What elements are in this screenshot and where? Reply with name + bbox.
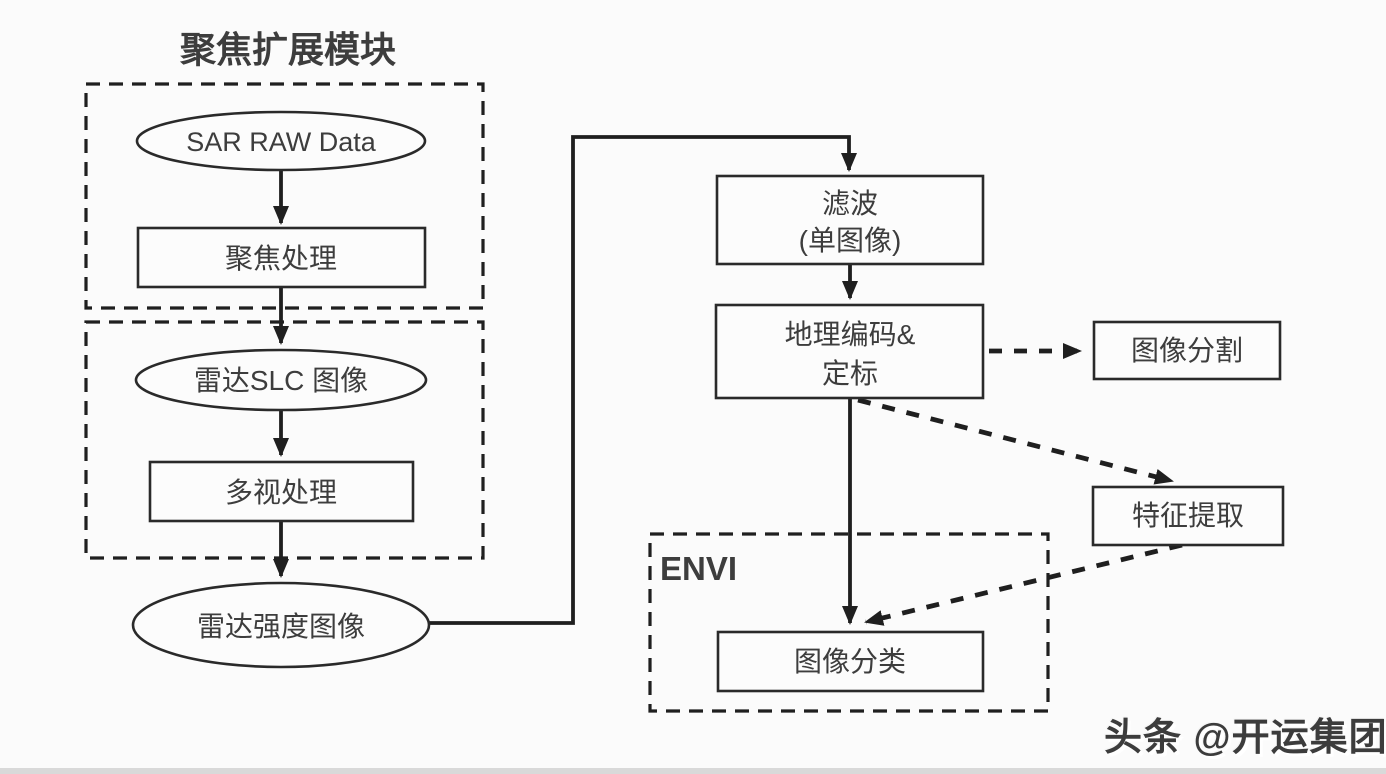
node-feature-extraction-label: 特征提取 <box>1132 500 1244 531</box>
envi-group-title: ENVI <box>660 550 737 587</box>
node-radar-slc-image <box>134 348 428 412</box>
node-geocoding-calibration <box>714 303 985 400</box>
node-feature-extraction <box>1091 485 1285 547</box>
node-sar-raw-data-label: SAR RAW Data <box>186 127 377 157</box>
node-focus-processing <box>136 226 427 289</box>
node-filtering-label-line2: (单图像) <box>799 225 902 256</box>
node-multilook-processing <box>148 460 415 523</box>
node-focus-processing-label: 聚焦处理 <box>225 243 337 274</box>
edge-geocoding-to-feature <box>857 397 1174 485</box>
node-filtering <box>715 174 985 266</box>
node-filtering-label-line1: 滤波 <box>822 188 878 219</box>
node-radar-intensity-image-label: 雷达强度图像 <box>197 611 365 642</box>
node-image-classification-label: 图像分类 <box>794 646 906 677</box>
node-geocoding-calibration-label-line2: 定标 <box>822 358 878 389</box>
focus-module-group-box-lower <box>84 320 485 560</box>
envi-group-box <box>648 532 1050 713</box>
node-image-segmentation <box>1092 320 1282 381</box>
bottom-edge-strip <box>0 768 1386 774</box>
focus-module-title: 聚焦扩展模块 <box>179 29 396 70</box>
watermark-toutiao: 头条 @开运集团 <box>1104 717 1386 759</box>
node-radar-intensity-image <box>131 581 431 669</box>
focus-module-group-box-upper <box>84 82 485 310</box>
node-image-segmentation-label: 图像分割 <box>1131 335 1243 366</box>
node-multilook-processing-label: 多视处理 <box>225 477 337 508</box>
edge-feature-to-classification <box>864 542 1183 626</box>
node-sar-raw-data <box>135 110 427 172</box>
edge-intensity-to-filtering <box>429 135 857 625</box>
node-image-classification <box>716 630 985 693</box>
node-radar-slc-image-label: 雷达SLC 图像 <box>194 365 368 396</box>
node-geocoding-calibration-label-line1: 地理编码& <box>785 319 916 350</box>
